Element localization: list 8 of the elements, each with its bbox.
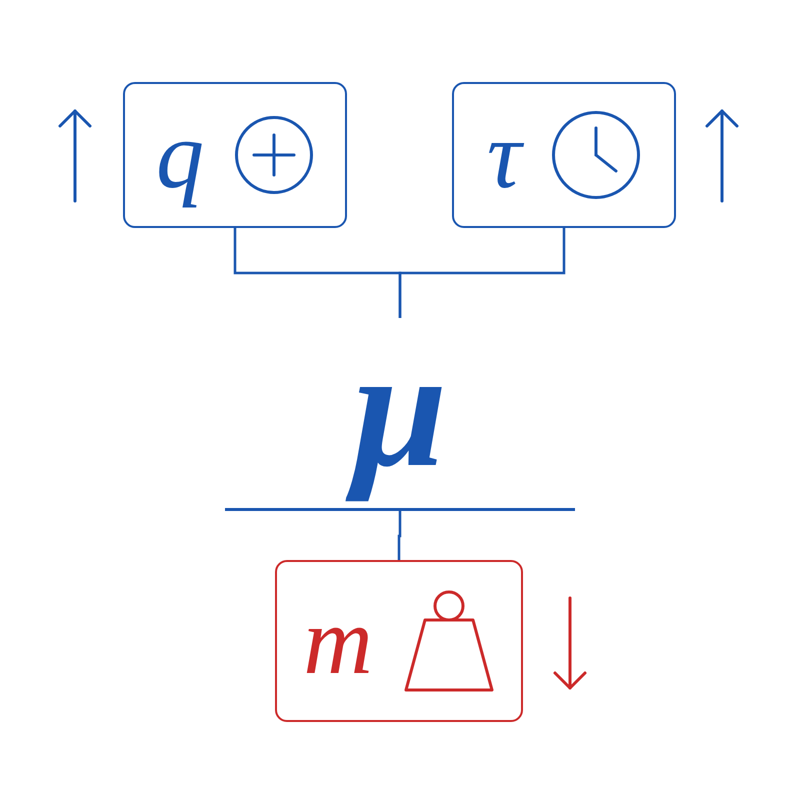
connector-line [398,228,566,318]
variable-box [275,560,523,722]
fraction-bar [225,508,575,511]
connector-line [398,511,402,560]
variable-box [123,82,347,228]
variable-symbol: q [156,100,204,210]
variable-symbol: m [303,586,373,696]
variable-box [452,82,676,228]
